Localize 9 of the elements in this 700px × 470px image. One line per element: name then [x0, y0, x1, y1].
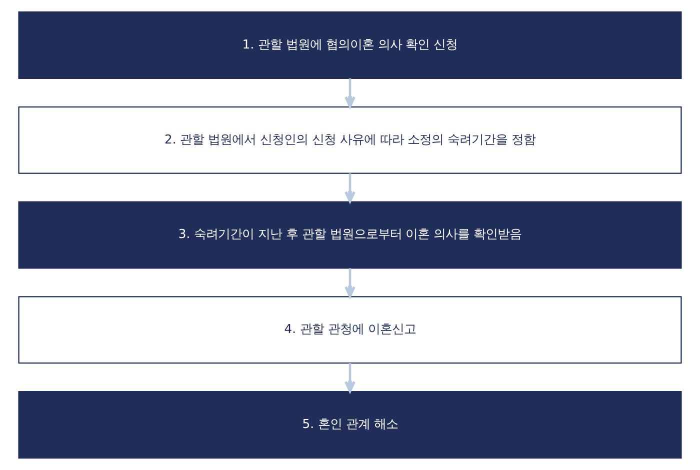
- arrow: [344, 363, 356, 393]
- arrow: [344, 268, 356, 298]
- node-box: 4. 관할 관청에 이혼신고: [18, 296, 682, 364]
- node-box: 3. 숙려기간이 지난 후 관할 법원으로부터 이혼 의사를 확인받음: [18, 201, 682, 269]
- node-box: 2. 관할 법원에서 신청인의 신청 사유에 따라 소정의 숙려기간을 정함: [18, 106, 682, 174]
- arrow: [344, 78, 356, 108]
- arrow: [344, 173, 356, 203]
- node-box: 5. 혼인 관계 해소: [18, 391, 682, 459]
- node-box: 1. 관할 법원에 협의이혼 의사 확인 신청: [18, 11, 682, 79]
